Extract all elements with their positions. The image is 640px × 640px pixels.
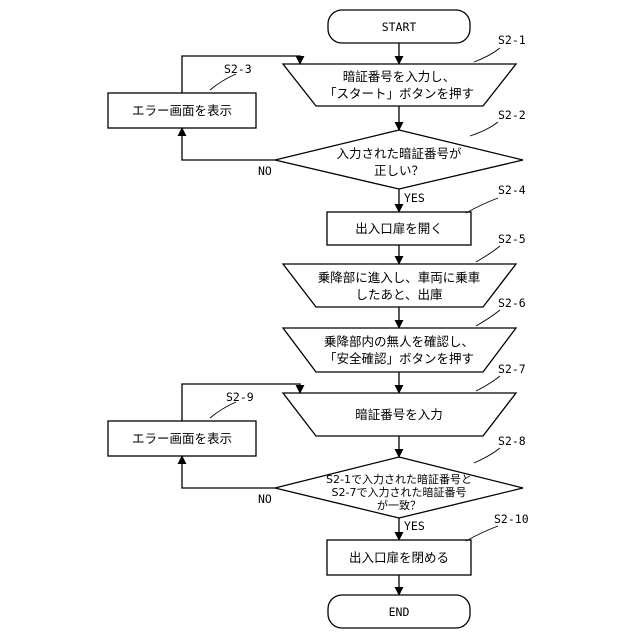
s2-2-text-line2: 正しい？ [374, 163, 424, 178]
s2-8-text-line1: S2-1で入力された暗証番号と [326, 472, 472, 486]
s2-2-yes-label: YES [404, 191, 425, 205]
start-label: START [382, 20, 417, 34]
s2-3-text: エラー画面を表示 [132, 103, 232, 118]
s2-8-leader [474, 448, 500, 463]
s2-1-text-line2: 「スタート」ボタンを押す [324, 86, 474, 101]
s2-6-text-line1: 乗降部内の無人を確認し、 [324, 334, 474, 349]
s2-10-leader [466, 526, 498, 541]
s2-10-step-label: S2-10 [494, 512, 529, 526]
s2-5-step-label: S2-5 [498, 232, 526, 246]
s2-2-step-label: S2-2 [498, 108, 526, 122]
s2-7-step-label: S2-7 [498, 362, 526, 376]
s2-6-step-label: S2-6 [498, 296, 526, 310]
s2-10-text: 出入口扉を閉める [349, 550, 449, 565]
s2-1-step-label: S2-1 [498, 33, 526, 47]
s2-4-step-label: S2-4 [498, 183, 526, 197]
s2-2-no-label: NO [258, 164, 272, 178]
s2-8-text-line3: が一致？ [377, 498, 421, 512]
s2-3-step-label: S2-3 [224, 62, 252, 76]
s2-4-leader [466, 198, 498, 213]
s2-9-leader [210, 402, 236, 418]
connector-s2-2-no [182, 128, 275, 160]
s2-3-leader [210, 74, 236, 90]
connector-s2-8-no [182, 456, 275, 488]
s2-8-no-label: NO [258, 492, 272, 506]
s2-9-step-label: S2-9 [226, 390, 254, 404]
s2-1-text-line1: 暗証番号を入力し、 [343, 69, 456, 84]
s2-1-leader [474, 48, 500, 62]
s2-5-leader [476, 246, 500, 262]
s2-4-text: 出入口扉を開く [355, 221, 443, 236]
s2-6-text-line2: 「安全確認」ボタンを押す [324, 351, 474, 366]
end-label: END [389, 605, 410, 619]
s2-2-text-line1: 入力された暗証番号が [336, 146, 462, 161]
s2-8-yes-label: YES [404, 519, 425, 533]
s2-5-text-line1: 乗降部に進入し、車両に乗車 [318, 270, 481, 285]
s2-7-text: 暗証番号を入力 [355, 407, 443, 422]
s2-9-text: エラー画面を表示 [132, 431, 232, 446]
s2-7-leader [476, 376, 500, 391]
s2-8-step-label: S2-8 [498, 434, 526, 448]
s2-2-leader [470, 122, 498, 136]
s2-8-text-line2: S2-7で入力された暗証番号 [332, 485, 467, 499]
s2-5-text-line2: したあと、出庫 [355, 287, 442, 302]
s2-6-leader [476, 310, 500, 326]
